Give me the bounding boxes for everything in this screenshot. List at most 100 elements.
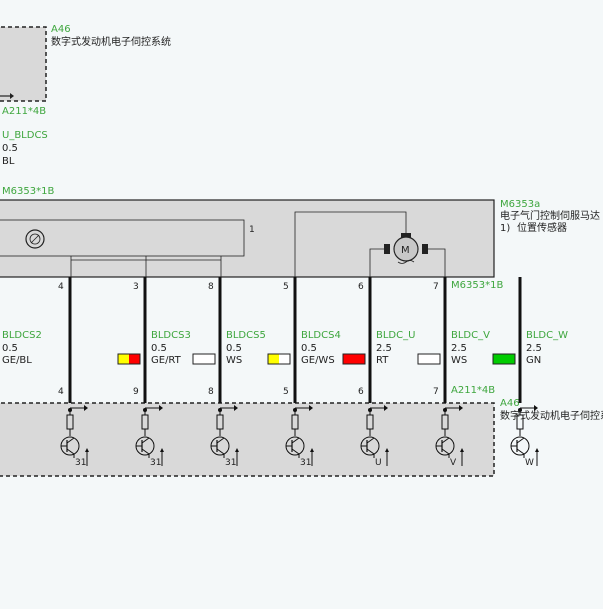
motor-module-box bbox=[0, 199, 495, 278]
top-module-ref: A46 bbox=[51, 24, 71, 35]
wire-signal: BLDCS5 bbox=[226, 330, 266, 341]
sensor-pin-label: 1 bbox=[249, 225, 255, 235]
wire-size: 0.5 bbox=[2, 343, 18, 354]
wire-bldcs3[interactable]: 3 9 BLDCS3 0.5GE/RT 31 bbox=[133, 277, 216, 468]
motor-module[interactable]: 1 M bbox=[0, 199, 495, 278]
wire-color: RT bbox=[376, 355, 389, 366]
color-swatch bbox=[417, 353, 441, 365]
ground-icon bbox=[73, 448, 89, 466]
arrow-right-icon bbox=[220, 405, 238, 411]
top-pin-label: 6 bbox=[358, 282, 364, 292]
bottom-module[interactable] bbox=[0, 402, 495, 477]
top-wire-label: U_BLDCS 0.5 BL bbox=[2, 130, 48, 167]
color-swatch bbox=[267, 353, 291, 365]
sensor-wiring bbox=[70, 211, 446, 277]
wire-color: WS bbox=[226, 355, 242, 366]
drive-label: 31 bbox=[225, 458, 236, 468]
ground-icon bbox=[373, 448, 389, 466]
transistor-icon bbox=[360, 436, 380, 456]
transistor-icon bbox=[510, 436, 530, 456]
ground-icon bbox=[148, 448, 164, 466]
top-module[interactable]: A46 数字式发动机电子伺控系统 A211*4B bbox=[0, 24, 171, 117]
drive-label: U bbox=[375, 458, 382, 468]
bottom-pin-label: 7 bbox=[433, 387, 439, 397]
wire-size: 0.5 bbox=[301, 343, 317, 354]
wire-color: GE/WS bbox=[301, 355, 335, 366]
motor-name: 电子气门控制伺服马达 bbox=[500, 209, 600, 222]
transistor-icon bbox=[285, 436, 305, 456]
arrow-right-icon bbox=[0, 93, 14, 99]
wire-size: 2.5 bbox=[376, 343, 392, 354]
bottom-module-name: 数字式发动机电子伺控系统 bbox=[500, 409, 603, 422]
color-swatch bbox=[192, 353, 216, 365]
wire-color: WS bbox=[451, 355, 467, 366]
bottom-module-box bbox=[0, 402, 495, 477]
arrow-right-icon bbox=[295, 405, 313, 411]
top-pin-label: 3 bbox=[133, 282, 139, 292]
arrow-right-icon bbox=[370, 405, 388, 411]
color-swatch bbox=[342, 353, 366, 365]
ground-icon bbox=[298, 448, 314, 466]
position-sensor-icon bbox=[25, 229, 45, 249]
motor-note-text: 位置传感器 bbox=[517, 221, 567, 234]
bottom-module-ref: A46 bbox=[500, 398, 520, 409]
top-pin-label: 8 bbox=[208, 282, 214, 292]
top-wire-signal: U_BLDCS bbox=[2, 130, 48, 141]
transistor-icon bbox=[210, 436, 230, 456]
bottom-pin-label: 4 bbox=[58, 387, 64, 397]
arrow-right-icon bbox=[445, 405, 463, 411]
transistor-icon bbox=[60, 436, 80, 456]
wire-color: GE/RT bbox=[151, 355, 182, 366]
transistor-icon bbox=[435, 436, 455, 456]
top-pin-label: 5 bbox=[283, 282, 289, 292]
arrow-right-icon bbox=[145, 405, 163, 411]
wire-size: 2.5 bbox=[526, 343, 542, 354]
top-module-connector: A211*4B bbox=[2, 106, 46, 117]
motor-connector-bottom: M6353*1B bbox=[451, 280, 503, 291]
color-swatch bbox=[117, 353, 141, 365]
wire-signal: BLDC_U bbox=[376, 330, 415, 341]
position-sensor-box bbox=[0, 219, 245, 257]
ground-icon bbox=[448, 448, 464, 466]
bottom-pin-label: 5 bbox=[283, 387, 289, 397]
drive-label: V bbox=[450, 458, 457, 468]
wire-signal: BLDCS3 bbox=[151, 330, 191, 341]
wire-signal: BLDCS2 bbox=[2, 330, 42, 341]
wire-size: 0.5 bbox=[151, 343, 167, 354]
bottom-pin-label: 9 bbox=[133, 387, 139, 397]
wire-color: GE/BL bbox=[2, 355, 32, 366]
motor-icon: M bbox=[384, 233, 428, 264]
wire-size: 0.5 bbox=[226, 343, 242, 354]
wire-signal: BLDC_V bbox=[451, 330, 490, 341]
bottom-pin-label: 8 bbox=[208, 387, 214, 397]
transistor-icon bbox=[135, 436, 155, 456]
ground-icon bbox=[523, 448, 539, 466]
ground-icon bbox=[223, 448, 239, 466]
color-swatch bbox=[492, 353, 516, 365]
wires: 44BLDCS20.5GE/BL3139BLDCS30.5GE/RT3188BL… bbox=[2, 277, 568, 468]
motor-ref: M6353a bbox=[500, 199, 540, 210]
top-pin-label: 7 bbox=[433, 282, 439, 292]
top-wire-size: 0.5 bbox=[2, 143, 18, 154]
svg-text:M: M bbox=[401, 245, 410, 256]
top-module-box bbox=[0, 26, 47, 102]
drive-label: 31 bbox=[150, 458, 161, 468]
arrow-right-icon bbox=[70, 405, 88, 411]
wire-signal: BLDCS4 bbox=[301, 330, 341, 341]
bottom-module-connector: A211*4B bbox=[451, 385, 495, 396]
arrow-right-icon bbox=[520, 405, 538, 411]
top-pin-label: 4 bbox=[58, 282, 64, 292]
drive-label: W bbox=[525, 458, 534, 468]
wire-signal: BLDC_W bbox=[526, 330, 568, 341]
top-wire-color: BL bbox=[2, 156, 15, 167]
motor-connector-top: M6353*1B bbox=[2, 186, 54, 197]
bottom-pin-label: 6 bbox=[358, 387, 364, 397]
